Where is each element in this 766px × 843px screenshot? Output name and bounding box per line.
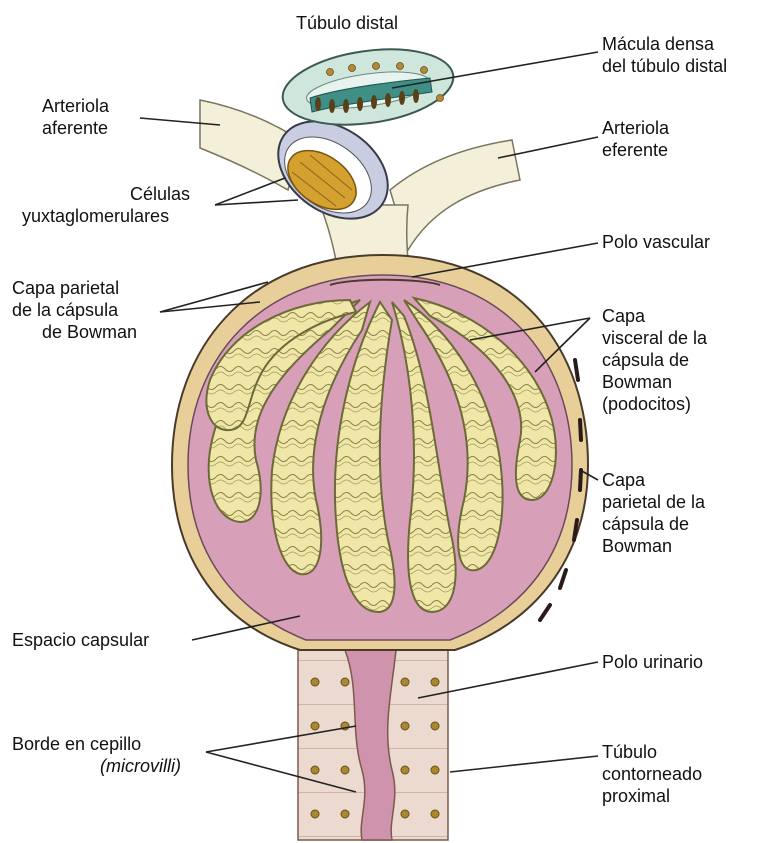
label-tubulo-proximal-line3: proximal (602, 785, 670, 807)
label-espacio-capsular: Espacio capsular (12, 629, 149, 651)
label-capa-parietal-right-line2: parietal de la (602, 491, 705, 513)
label-capa-visceral-line2: visceral de la (602, 327, 707, 349)
leader-tubulo-proximal (450, 756, 598, 772)
label-celulas-line2: yuxtaglomerulares (22, 205, 169, 227)
label-arteriola-eferente-line2: eferente (602, 139, 668, 161)
label-capa-parietal-right-line3: cápsula de (602, 513, 689, 535)
label-capa-visceral-line1: Capa (602, 305, 645, 327)
label-borde-cepillo-line2: (microvilli) (100, 755, 181, 777)
efferent-arteriole (390, 140, 520, 250)
proximal-tubule (298, 650, 448, 840)
leader-polo-vascular (412, 243, 598, 277)
label-capa-parietal-left-line2: de la cápsula (12, 299, 118, 321)
label-arteriola-aferente-line1: Arteriola (42, 95, 109, 117)
distal-tubule (278, 39, 458, 134)
label-borde-cepillo-line1: Borde en cepillo (12, 733, 141, 755)
label-celulas-line1: Células (130, 183, 190, 205)
label-capa-parietal-left-line1: Capa parietal (12, 277, 119, 299)
label-capa-visceral-line5: (podocitos) (602, 393, 691, 415)
label-polo-urinario: Polo urinario (602, 651, 703, 673)
label-arteriola-aferente-line2: aferente (42, 117, 108, 139)
label-tubulo-distal: Túbulo distal (296, 12, 398, 34)
label-tubulo-proximal-line1: Túbulo (602, 741, 657, 763)
label-capa-parietal-left-line3: de Bowman (42, 321, 137, 343)
label-capa-visceral-line4: Bowman (602, 371, 672, 393)
label-arteriola-eferente-line1: Arteriola (602, 117, 669, 139)
label-macula-densa-line2: del túbulo distal (602, 55, 727, 77)
label-polo-vascular: Polo vascular (602, 231, 710, 253)
label-tubulo-proximal-line2: contorneado (602, 763, 702, 785)
label-capa-parietal-right-line4: Bowman (602, 535, 672, 557)
label-capa-parietal-right-line1: Capa (602, 469, 645, 491)
label-capa-visceral-line3: cápsula de (602, 349, 689, 371)
label-macula-densa-line1: Mácula densa (602, 33, 714, 55)
